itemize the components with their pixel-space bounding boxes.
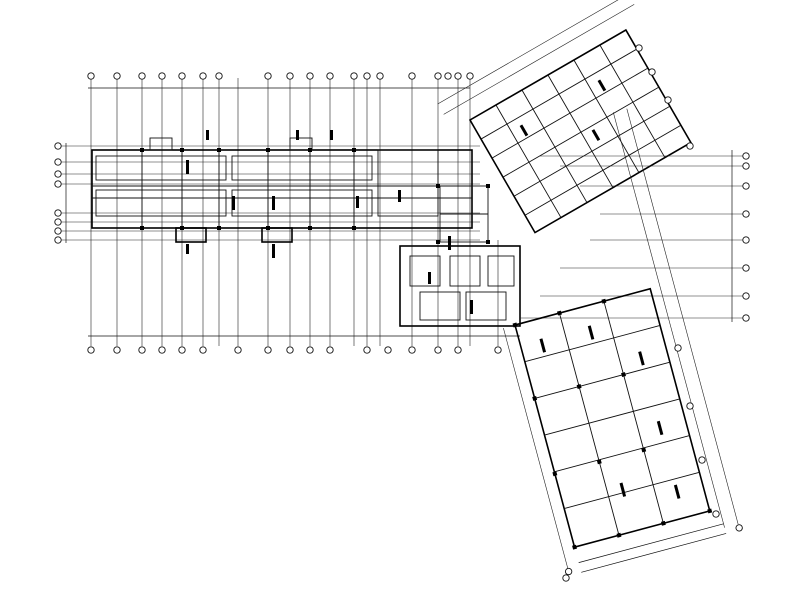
left-axis-bubbles [54,142,62,244]
rotated-lower-wing [503,108,743,576]
central-stair-block [399,185,521,327]
right-axis-bubbles [742,152,750,322]
left-wing-columns [140,148,490,244]
rotated-wing-axis-bubbles [562,44,720,582]
left-wing [54,72,521,354]
right-extension-axes [520,150,744,322]
bottom-axis-bubbles [87,346,502,354]
left-wing-annotation-tags [186,130,473,314]
horizontal-grid-axes [60,145,480,241]
rotated-upper-block [437,0,692,234]
left-wing-walls [91,137,473,243]
vertical-grid-axes [90,78,499,346]
top-axis-bubbles [87,72,474,80]
